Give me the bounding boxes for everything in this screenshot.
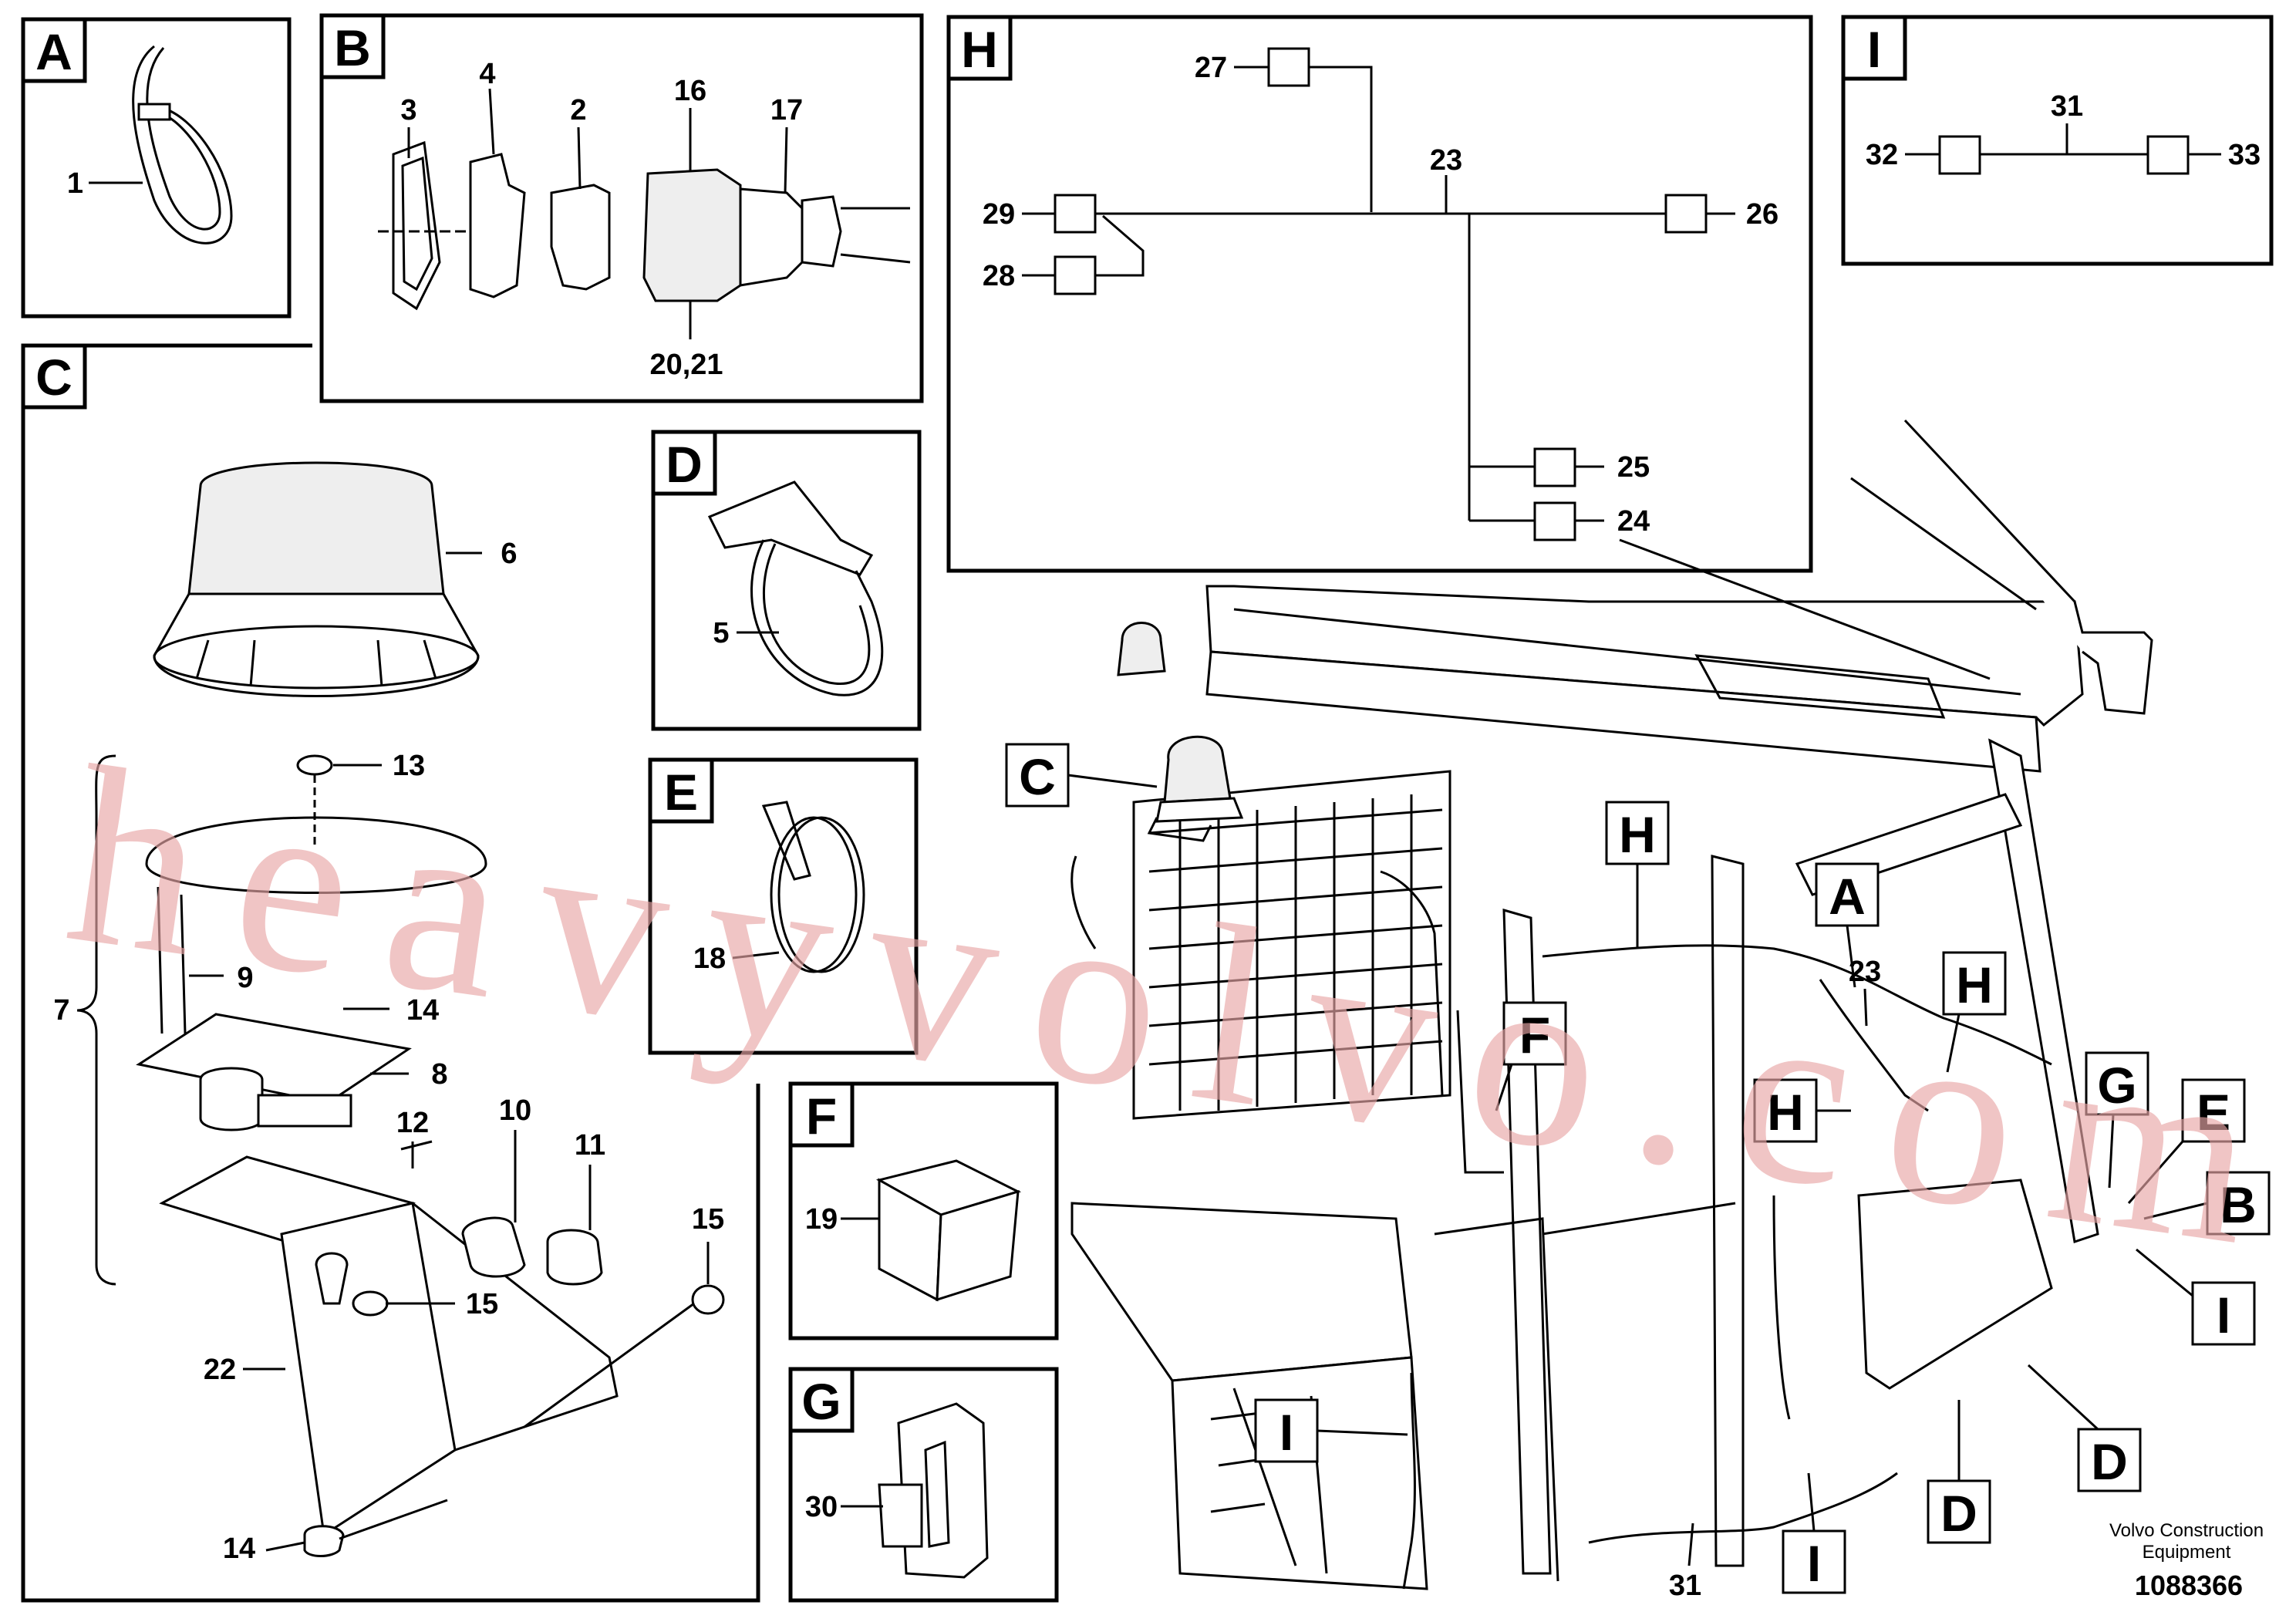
part-label-16: 16 [674, 75, 706, 107]
overview-callout-i-bottom: I [1807, 1535, 1821, 1592]
overview-callout-g: G [2097, 1057, 2136, 1114]
part-label-13: 13 [393, 750, 425, 782]
part-label-26: 26 [1746, 198, 1778, 231]
hose-clamp-illustration [707, 481, 884, 696]
mounting-bracket-illustration [136, 754, 725, 1557]
company-name-line1: Volvo Construction [2109, 1520, 2264, 1541]
panel-f: F 19 [788, 1081, 1059, 1340]
beacon-lamp-illustration [153, 461, 480, 697]
grille-pattern [1148, 794, 1443, 1111]
band-clamp-illustration [761, 801, 865, 973]
panel-f-letter: F [806, 1088, 837, 1145]
panel-b-letter: B [334, 19, 371, 76]
overview-callout-h-top: H [1619, 806, 1656, 863]
panel-g: G 30 [788, 1367, 1059, 1603]
overview-callout-b: B [2220, 1176, 2257, 1233]
part-label-6: 6 [501, 538, 517, 570]
panel-i: I 31 32 33 [1841, 15, 2274, 266]
part-label-33: 33 [2228, 139, 2261, 171]
part-label-9: 9 [237, 962, 253, 994]
part-label-17: 17 [770, 94, 803, 126]
part-label-29: 29 [983, 198, 1015, 231]
panel-e-letter: E [664, 764, 698, 821]
part-label-14-bottom: 14 [223, 1533, 255, 1565]
part-label-2: 2 [570, 94, 586, 126]
panel-i-letter: I [1867, 21, 1881, 78]
panel-a: A 1 [21, 17, 292, 319]
part-label-19: 19 [805, 1203, 838, 1236]
overview-callout-h-lower: H [1767, 1084, 1804, 1141]
company-name-line2: Equipment [2143, 1542, 2231, 1563]
drawing-number: 1088366 [2135, 1570, 2243, 1601]
machine-overview-illustration [1070, 419, 2153, 1590]
part-label-5: 5 [713, 617, 729, 649]
part-label-20-21: 20,21 [649, 349, 723, 381]
overview-callout-i-left: I [1279, 1404, 1293, 1461]
overview-number-31: 31 [1669, 1570, 1701, 1602]
overview-callout-a: A [1829, 868, 1866, 925]
panel-d: D 5 [651, 430, 922, 731]
part-label-28: 28 [983, 260, 1015, 292]
part-label-15-left: 15 [466, 1288, 498, 1320]
part-label-27: 27 [1195, 52, 1227, 84]
part-label-1: 1 [67, 167, 83, 200]
overview-callout-c: C [1019, 748, 1056, 805]
overview-callout-e: E [2197, 1084, 2230, 1141]
part-label-4: 4 [479, 58, 495, 90]
part-label-12: 12 [396, 1107, 429, 1139]
panel-g-letter: G [801, 1373, 841, 1430]
wiring-schematic-h [1022, 47, 1735, 541]
panel-c-letter: C [35, 349, 72, 406]
part-label-23: 23 [1430, 144, 1462, 177]
part-label-8: 8 [431, 1058, 447, 1091]
overview-callouts: C H A H F H G E B I [1005, 743, 2271, 1602]
part-label-10: 10 [499, 1094, 531, 1127]
part-label-18: 18 [693, 943, 726, 975]
cable-tie-illustration [132, 45, 233, 244]
part-label-7: 7 [53, 994, 69, 1027]
relay-illustration [875, 1159, 1022, 1302]
connector-illustration [378, 140, 911, 311]
overview-callout-f: F [1519, 1007, 1550, 1064]
footer: Volvo Construction Equipment 1088366 [2109, 1520, 2264, 1601]
panel-h-letter: H [961, 21, 998, 78]
part-label-22: 22 [204, 1354, 236, 1386]
part-label-30: 30 [805, 1491, 838, 1523]
overview-callout-i-right: I [2217, 1286, 2230, 1344]
part-label-11: 11 [575, 1129, 605, 1162]
part-label-14: 14 [406, 994, 439, 1027]
part-label-31-schematic: 31 [2051, 90, 2083, 123]
part-label-25: 25 [1617, 451, 1650, 484]
overview-callout-h-right: H [1956, 956, 1993, 1013]
wiring-schematic-i [1905, 123, 2221, 175]
panel-c: C 6 [21, 343, 760, 1603]
overview-callout-d-middle: D [1940, 1485, 1977, 1542]
part-label-24: 24 [1617, 505, 1650, 538]
panel-a-letter: A [35, 23, 72, 80]
part-label-3: 3 [400, 94, 416, 126]
part-label-15-right: 15 [692, 1203, 724, 1236]
overview-number-23: 23 [1849, 956, 1881, 988]
panel-b: B 3 4 2 16 17 20,21 [319, 13, 924, 403]
overview-callout-d-right: D [2091, 1433, 2128, 1490]
connector-cap-illustration [878, 1402, 989, 1579]
panel-e: E 18 [648, 757, 919, 1055]
panel-h: H 27 23 29 26 28 25 24 [946, 15, 1813, 573]
panel-d-letter: D [666, 436, 703, 493]
part-label-32: 32 [1866, 139, 1898, 171]
